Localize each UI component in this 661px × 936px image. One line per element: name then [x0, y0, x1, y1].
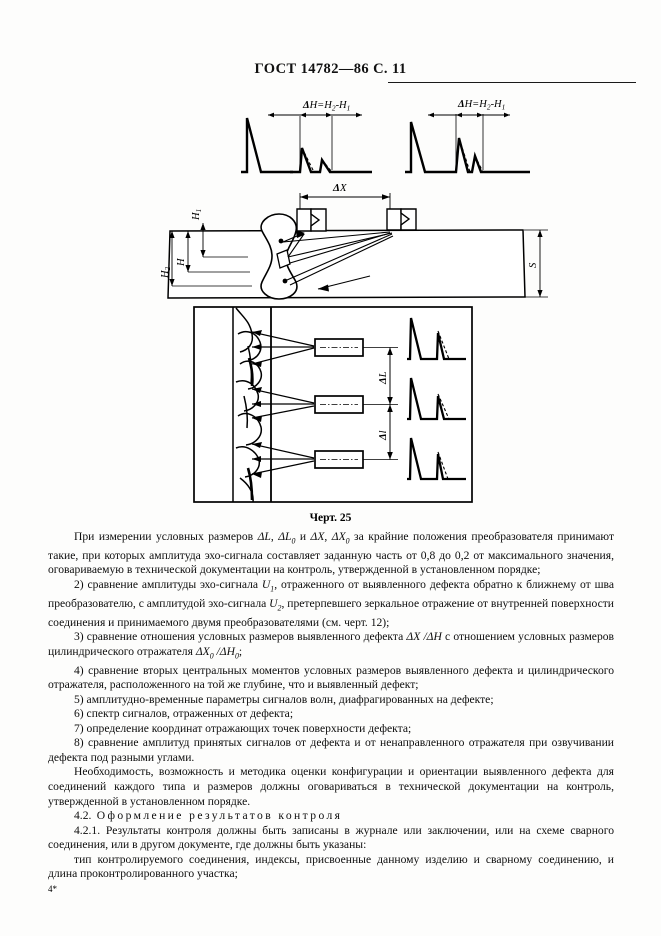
- p2-part1: 2) сравнение амплитуды эхо-сигнала: [74, 577, 262, 591]
- dimension-h2: H2: [160, 231, 252, 287]
- p3-r1: ΔX: [406, 630, 421, 644]
- p3-part2: с отношением условных размеров цилиндрич…: [48, 630, 615, 658]
- section-number: 4.2.: [74, 809, 92, 823]
- dimension-s: S: [524, 229, 548, 298]
- p3-r2: ΔX: [195, 644, 210, 658]
- p2-u2: U: [269, 596, 278, 610]
- paragraph-8: 8) сравнение амплитуд принятых сигналов …: [48, 736, 614, 764]
- h2-label: H2: [160, 266, 172, 279]
- section-title: Оформление результатов контроля: [96, 809, 343, 823]
- p1-rest: за крайние положения преобразователя при…: [48, 530, 615, 577]
- p1-lead: При измерении условных размеров: [74, 530, 258, 543]
- header-rule: [388, 82, 636, 83]
- section-heading-4-2: 4.2. Оформление результатов контроля: [48, 809, 614, 824]
- top-ascan-right: ΔH=H2-H1: [405, 99, 530, 174]
- lower-ascan-1: [407, 317, 466, 361]
- transducer-block-2: [314, 395, 364, 414]
- p2-u2-sub: 2: [277, 603, 282, 613]
- p1-sym2-sub: 0: [291, 536, 296, 546]
- s-label: S: [528, 262, 539, 268]
- paragraph-4-2-1-items: тип контролируемого соединения, индексы,…: [48, 852, 614, 881]
- lower-panel-diagram: ΔL Δl: [193, 306, 473, 503]
- transducer-block-3: [314, 450, 364, 469]
- paragraph-9: Необходимость, возможность и методика оц…: [48, 765, 614, 808]
- transducer-block-1: [314, 338, 364, 357]
- p2-part3: , претерпевшего зеркальное отражение от …: [48, 596, 615, 629]
- dimension-h: H: [176, 231, 250, 273]
- paragraph-6: 6) спектр сигналов, отраженных от дефект…: [74, 707, 294, 721]
- dimension-delta-x: ΔX: [299, 182, 391, 214]
- p2-u1: U: [261, 577, 271, 591]
- delta-l-label: Δl: [378, 430, 389, 441]
- h1-label: H1: [191, 209, 203, 221]
- delta-x-label: ΔX: [332, 182, 348, 194]
- dimension-delta-L: ΔL: [363, 347, 398, 405]
- paragraph-2: 2) сравнение амплитуды эхо-сигнала U1, о…: [48, 578, 614, 630]
- top-ascan-left: ΔH=H2-H1: [241, 100, 372, 174]
- transducer-left: [296, 208, 327, 232]
- h-label: H: [176, 257, 187, 267]
- paragraph-4-2-1: 4.2.1. Результаты контроля должны быть з…: [48, 823, 614, 852]
- p1-sym1: ΔL: [257, 530, 271, 543]
- paragraph-4: 4) сравнение вторых центральных моментов…: [48, 663, 614, 692]
- p3-r2-sub: 0: [209, 651, 214, 661]
- p1-sym2: ΔL: [278, 530, 292, 543]
- p3-r3-sub: 0: [234, 651, 239, 661]
- transducer-right: [386, 208, 417, 231]
- figure-caption: Черт. 25: [309, 512, 352, 524]
- p2-u1-sub: 1: [270, 584, 275, 594]
- delta-h-label-left: ΔH=H2-H1: [302, 100, 350, 112]
- paragraph-7: 7) определение координат отражающих точе…: [74, 721, 412, 735]
- figure-25: ΔH=H2-H1 ΔH=H2-H1: [0, 96, 661, 526]
- page-header: ГОСТ 14782—86 С. 11: [0, 60, 661, 78]
- dimension-delta-l: Δl: [363, 404, 398, 460]
- p3-part3: ;: [238, 644, 243, 658]
- p3-r3: /ΔH: [213, 644, 235, 658]
- lower-ascan-3: [407, 437, 466, 481]
- p2-part2: , отраженного от выявленного дефекта обр…: [48, 577, 614, 610]
- p1-sym4: ΔX: [331, 530, 346, 543]
- footer-signature-mark: 4*: [48, 884, 57, 894]
- standard-designation: ГОСТ 14782—86 С. 11: [254, 61, 407, 77]
- paragraph-3: 3) сравнение отношения условных размеров…: [48, 630, 614, 663]
- paragraph-5: 5) амплитудно-временные параметры сигнал…: [74, 692, 494, 706]
- dimension-h1: H1: [191, 209, 248, 258]
- p1-sym3: ΔX: [310, 530, 325, 543]
- paragraph-1: При измерении условных размеров ΔL, ΔL0 …: [48, 530, 615, 577]
- delta-h-label-right: ΔH=H2-H1: [457, 99, 505, 111]
- delta-L-label: ΔL: [378, 371, 389, 385]
- p3-part1: 3) сравнение отношения условных размеров…: [74, 630, 407, 644]
- p1-sym4-sub: 0: [345, 536, 350, 546]
- body-text: При измерении условных размеров ΔL, ΔL0 …: [48, 530, 614, 882]
- p3-r1b: /ΔH: [420, 630, 442, 644]
- weld-section-diagram: ΔX: [160, 182, 548, 300]
- lower-ascan-2: [407, 377, 466, 421]
- p1-conj: и: [295, 530, 311, 543]
